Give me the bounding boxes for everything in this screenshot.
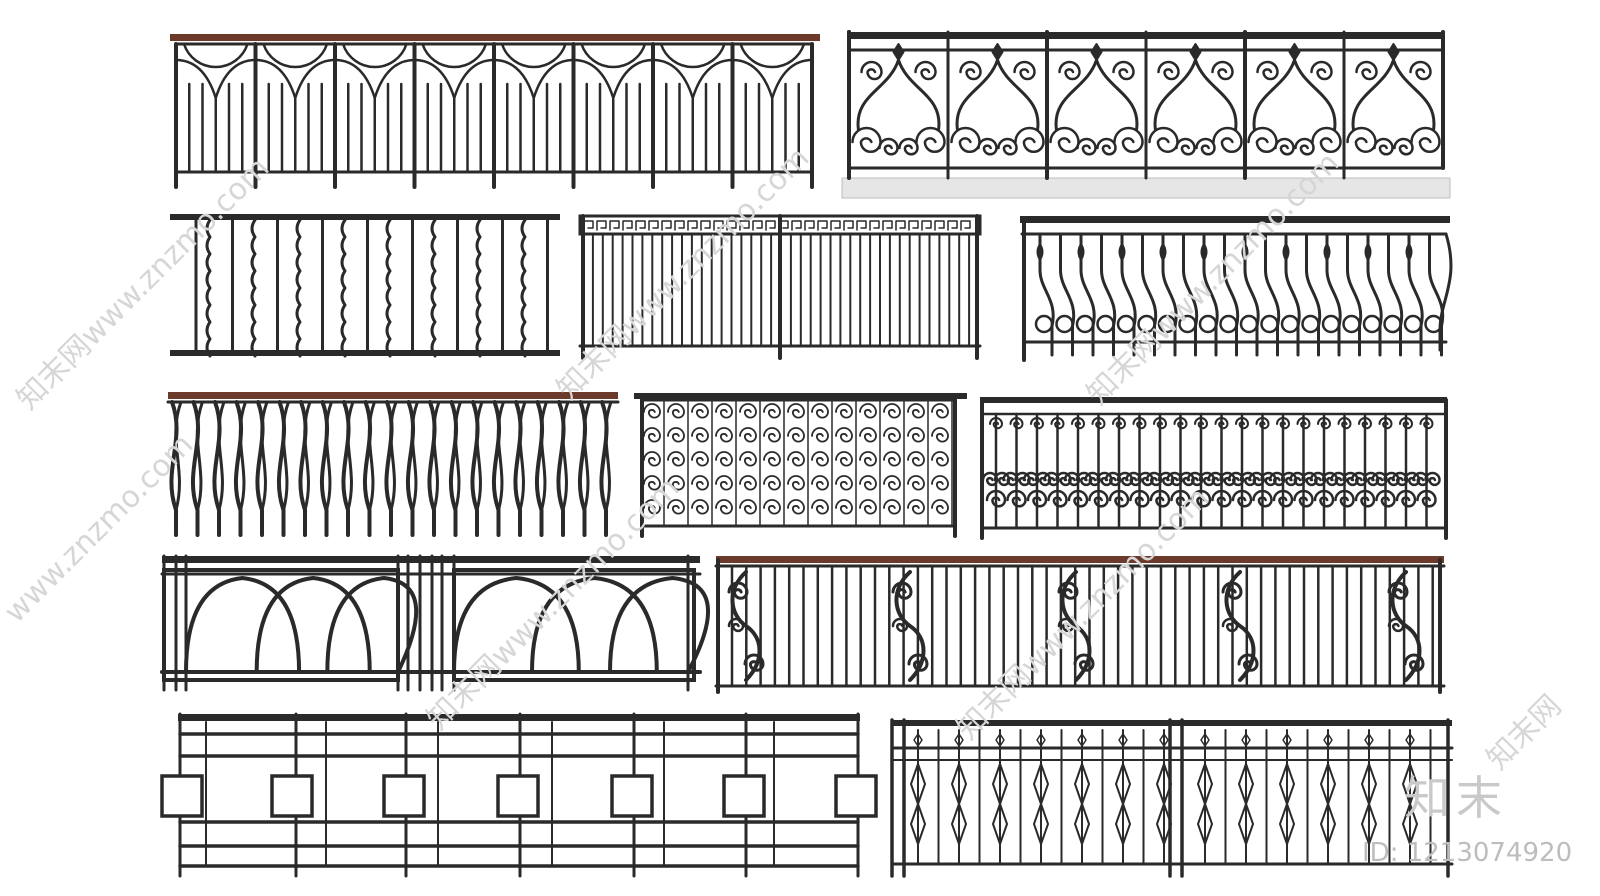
gothic-arch-railing: [160, 554, 711, 692]
greek-key-railing: [578, 214, 982, 360]
lace-scroll-panel: [634, 393, 967, 538]
arched-fan-railing: [170, 34, 820, 189]
s-scroll-railing: [714, 556, 1446, 694]
twisted-bar-railing: [166, 392, 620, 537]
diamond-star-railing: [890, 718, 1454, 878]
c-scroll-railing: [980, 397, 1448, 540]
baroque-scroll-railing: [841, 30, 1451, 199]
brand-logo: 知末: [1404, 771, 1508, 825]
asset-id: ID: 1213074920: [1362, 838, 1573, 868]
square-grid-railing: [160, 712, 878, 878]
wavy-baluster-railing: [170, 214, 560, 358]
basket-bellied-railing: [1020, 216, 1453, 362]
